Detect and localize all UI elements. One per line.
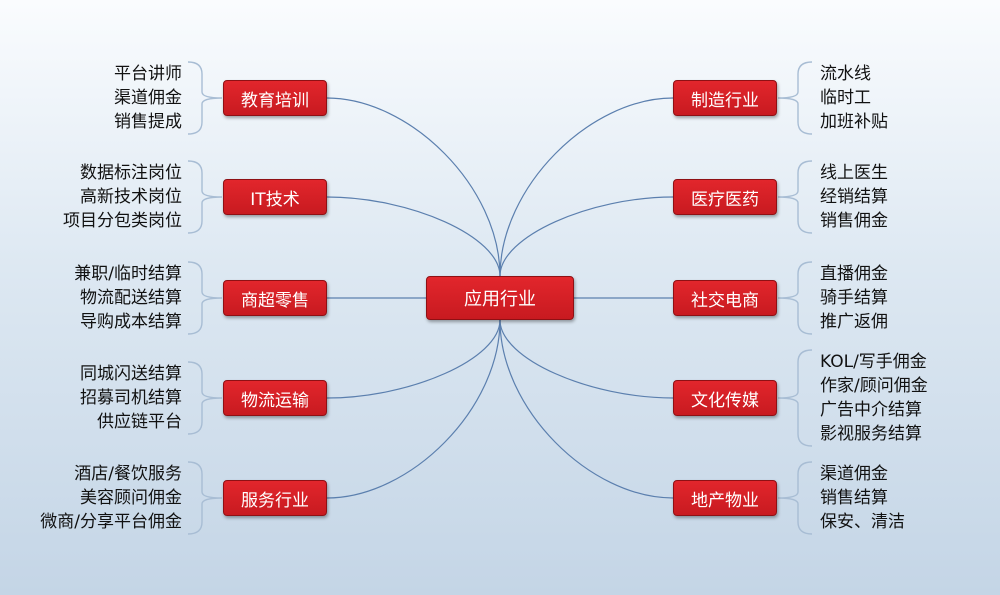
leaf-item: 兼职/临时结算 xyxy=(74,264,182,284)
leaf-item: 流水线 xyxy=(820,64,871,84)
leaf-item: 微商/分享平台佣金 xyxy=(40,512,182,532)
leaf-item: 直播佣金 xyxy=(820,264,888,284)
connector-line xyxy=(326,319,501,399)
leaf-item: 保安、清洁 xyxy=(820,512,905,532)
branch-label: IT技术 xyxy=(250,189,300,210)
connector-line xyxy=(499,97,674,277)
leaf-group-media: KOL/写手佣金 作家/顾问佣金 广告中介结算 影视服务结算 xyxy=(820,350,928,446)
bracket-line xyxy=(187,361,223,435)
connector-line xyxy=(326,97,501,277)
branch-node-logistics: 物流运输 xyxy=(223,380,327,416)
leaf-item: 供应链平台 xyxy=(97,412,182,432)
branch-label: 社交电商 xyxy=(691,290,759,311)
leaf-item: 推广返佣 xyxy=(820,312,888,332)
branch-node-real-estate: 地产物业 xyxy=(673,480,777,516)
leaf-group-medical: 线上医生 经销结算 销售佣金 xyxy=(820,161,888,233)
leaf-item: 销售结算 xyxy=(820,488,888,508)
leaf-item: 销售佣金 xyxy=(820,211,888,231)
leaf-group-manufacturing: 流水线 临时工 加班补贴 xyxy=(820,62,888,134)
leaf-item: 同城闪送结算 xyxy=(80,364,182,384)
branch-node-social-commerce: 社交电商 xyxy=(673,280,777,316)
branch-label: 文化传媒 xyxy=(691,390,759,411)
leaf-group-education: 平台讲师 渠道佣金 销售提成 xyxy=(114,62,182,134)
branch-node-retail: 商超零售 xyxy=(223,280,327,316)
leaf-item: 渠道佣金 xyxy=(820,464,888,484)
leaf-item: 销售提成 xyxy=(114,112,182,132)
leaf-group-it: 数据标注岗位 高新技术岗位 项目分包类岗位 xyxy=(63,161,182,233)
leaf-item: KOL/写手佣金 xyxy=(820,352,927,372)
branch-label: 医疗医药 xyxy=(691,189,759,210)
branch-label: 教育培训 xyxy=(241,90,309,111)
bracket-line xyxy=(777,461,813,535)
leaf-item: 骑手结算 xyxy=(820,288,888,308)
branch-label: 商超零售 xyxy=(241,290,309,311)
leaf-item: 作家/顾问佣金 xyxy=(820,376,928,396)
branch-node-education: 教育培训 xyxy=(223,80,327,116)
connector-line xyxy=(499,196,674,277)
bracket-line xyxy=(187,61,223,135)
bracket-line xyxy=(187,261,223,335)
leaf-item: 酒店/餐饮服务 xyxy=(74,464,182,484)
branch-node-services: 服务行业 xyxy=(223,480,327,516)
bracket-line xyxy=(187,461,223,535)
leaf-group-social-commerce: 直播佣金 骑手结算 推广返佣 xyxy=(820,262,888,334)
branch-node-it: IT技术 xyxy=(223,179,327,215)
leaf-group-real-estate: 渠道佣金 销售结算 保安、清洁 xyxy=(820,462,905,534)
bracket-line xyxy=(187,160,223,234)
center-node: 应用行业 xyxy=(426,276,574,320)
leaf-item: 影视服务结算 xyxy=(820,424,922,444)
leaf-item: 数据标注岗位 xyxy=(80,163,182,183)
leaf-item: 导购成本结算 xyxy=(80,312,182,332)
leaf-item: 广告中介结算 xyxy=(820,400,922,420)
bracket-line xyxy=(777,61,813,135)
branch-node-media: 文化传媒 xyxy=(673,380,777,416)
leaf-item: 项目分包类岗位 xyxy=(63,211,182,231)
leaf-item: 美容顾问佣金 xyxy=(80,488,182,508)
connector-line xyxy=(326,196,501,277)
leaf-item: 招募司机结算 xyxy=(80,388,182,408)
leaf-group-retail: 兼职/临时结算 物流配送结算 导购成本结算 xyxy=(74,262,182,334)
connector-line xyxy=(499,319,674,499)
bracket-line xyxy=(777,160,813,234)
bracket-line xyxy=(777,261,813,335)
leaf-item: 经销结算 xyxy=(820,187,888,207)
connector-line xyxy=(326,319,501,499)
center-node-label: 应用行业 xyxy=(464,289,536,310)
leaf-item: 平台讲师 xyxy=(114,64,182,84)
leaf-group-logistics: 同城闪送结算 招募司机结算 供应链平台 xyxy=(80,362,182,434)
branch-node-manufacturing: 制造行业 xyxy=(673,80,777,116)
branch-label: 服务行业 xyxy=(241,490,309,511)
branch-label: 制造行业 xyxy=(691,90,759,111)
branch-label: 地产物业 xyxy=(691,490,759,511)
leaf-group-services: 酒店/餐饮服务 美容顾问佣金 微商/分享平台佣金 xyxy=(40,462,182,534)
leaf-item: 线上医生 xyxy=(820,163,888,183)
bracket-line xyxy=(777,349,813,447)
leaf-item: 加班补贴 xyxy=(820,112,888,132)
leaf-item: 渠道佣金 xyxy=(114,88,182,108)
branch-node-medical: 医疗医药 xyxy=(673,179,777,215)
leaf-item: 高新技术岗位 xyxy=(80,187,182,207)
connector-line xyxy=(499,319,674,399)
leaf-item: 临时工 xyxy=(820,88,871,108)
branch-label: 物流运输 xyxy=(241,390,309,411)
leaf-item: 物流配送结算 xyxy=(80,288,182,308)
